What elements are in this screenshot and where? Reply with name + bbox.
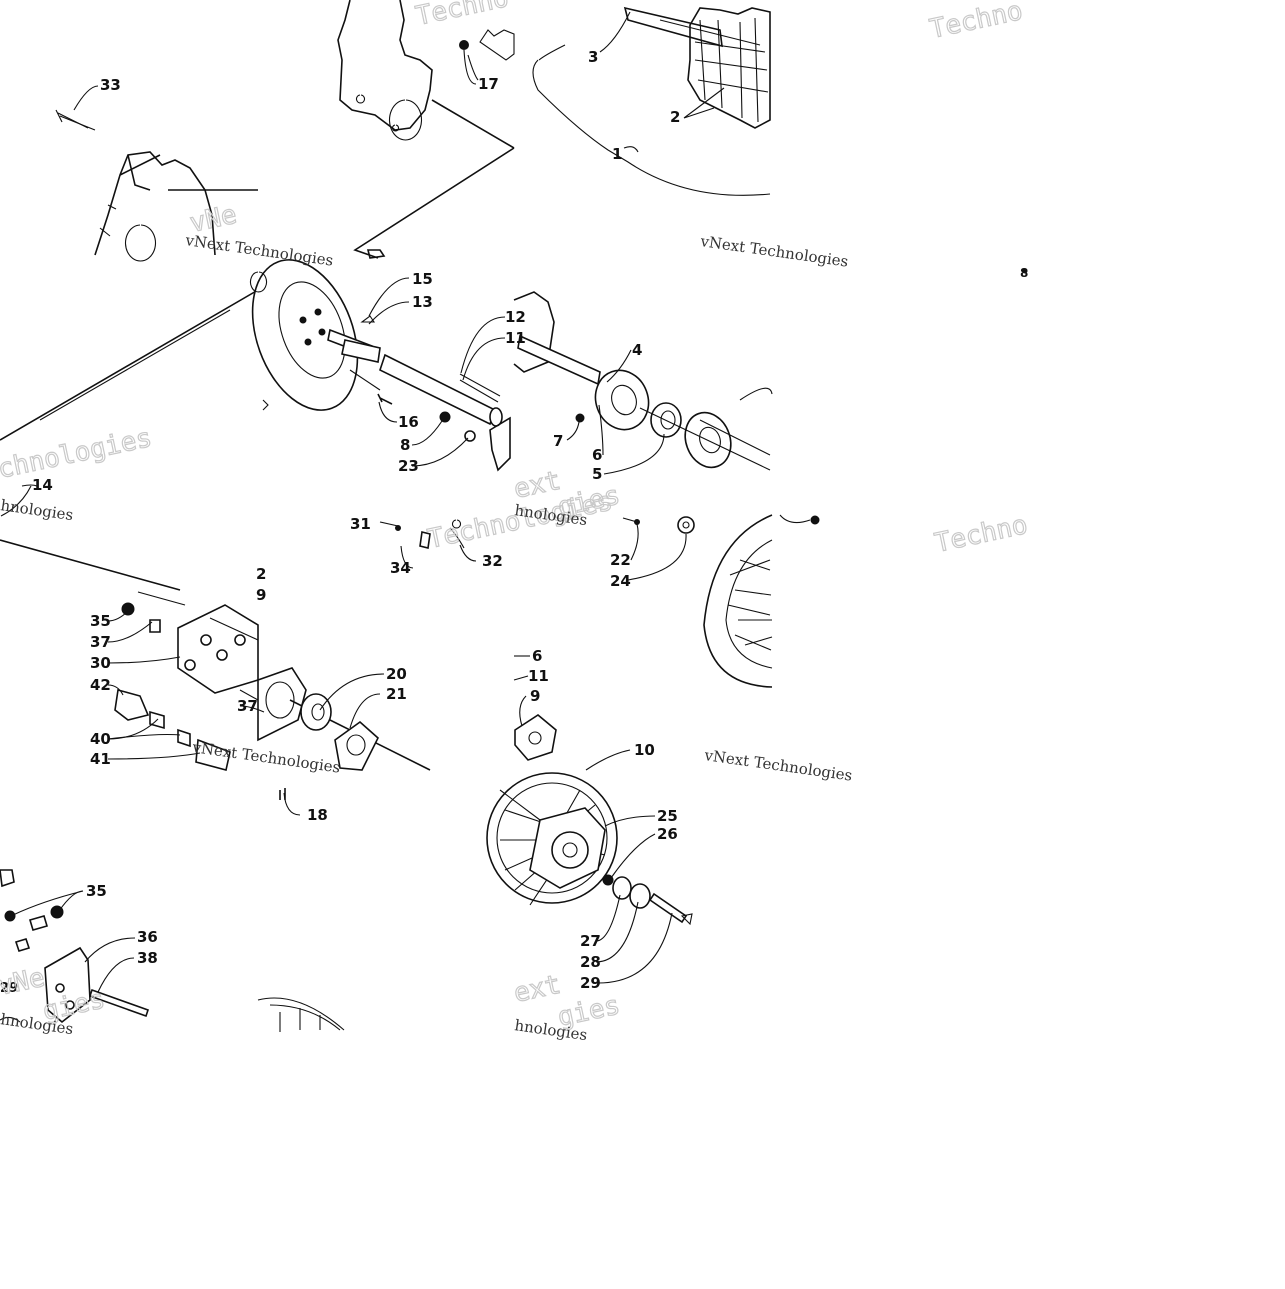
watermark-fragment: Techno (927, 0, 1025, 45)
callout-38: 38 (137, 949, 158, 967)
callout-11-b: 11 (528, 667, 549, 685)
callout-30: 30 (90, 654, 111, 672)
tile-driven-clutch (486, 268, 1028, 926)
tile-mount-bracket (114, 591, 259, 771)
callout-36: 36 (137, 928, 158, 946)
callout-13: 13 (412, 293, 433, 311)
watermark-fragment: Techno (413, 0, 511, 32)
callout-40: 40 (90, 730, 111, 748)
callout-29-b: 29 (0, 981, 18, 996)
callout-8-b: 8 (1020, 266, 1028, 280)
tile-lower-bracket (0, 869, 150, 1024)
callout-37: 37 (90, 633, 111, 651)
callout-34: 34 (390, 559, 411, 577)
callout-10: 10 (634, 741, 655, 759)
callout-42: 42 (90, 676, 111, 694)
watermark-brand: vNext Technologies (183, 231, 334, 270)
watermark-fragment: Techno (932, 510, 1030, 559)
callout-25: 25 (657, 807, 678, 825)
tile-frame-lines (0, 289, 259, 591)
watermark-brand: vNext Technologies (698, 232, 849, 271)
callout-35: 35 (90, 612, 111, 630)
tile-engine-housing (55, 109, 258, 262)
callout-15: 15 (412, 270, 433, 288)
tile-bearing-flange (513, 291, 773, 471)
callout-17: 17 (478, 75, 499, 93)
callout-5: 5 (592, 465, 602, 483)
callout-11: 11 (505, 329, 526, 347)
callout-9: 9 (256, 586, 266, 604)
callout-6: 6 (592, 446, 602, 464)
watermark-fragment-small: hnologies (0, 496, 74, 524)
tile-drive-shaft (532, 6, 771, 196)
callout-2: 2 (670, 108, 680, 126)
tile-bearing-housing (257, 519, 465, 1032)
callout-7: 7 (553, 432, 563, 450)
watermark-fragment: chnologies (0, 423, 155, 485)
callout-35-b: 35 (86, 882, 107, 900)
callout-23: 23 (398, 457, 419, 475)
callout-31: 31 (350, 515, 371, 533)
callout-22: 22 (610, 551, 631, 569)
callout-29: 29 (580, 974, 601, 992)
callout-21: 21 (386, 685, 407, 703)
callout-41: 41 (90, 750, 111, 768)
callout-14: 14 (32, 476, 53, 494)
callout-1: 1 (612, 145, 622, 163)
callout-9-b: 9 (530, 687, 540, 705)
callout-2-b: 2 (256, 565, 266, 583)
tile-brake-disc (249, 259, 511, 472)
callout-6-b: 6 (532, 647, 542, 665)
watermark-fragment: vNe (0, 963, 47, 1002)
callout-28: 28 (580, 953, 601, 971)
callout-8: 8 (400, 436, 410, 454)
callout-20: 20 (386, 665, 407, 683)
callout-3: 3 (588, 48, 598, 66)
watermark-brand: vNext Technologies (190, 738, 341, 777)
leader-lines (0, 49, 687, 993)
callout-33: 33 (100, 76, 121, 94)
callout-37-b: 37 (237, 697, 258, 715)
callout-18: 18 (307, 806, 328, 824)
callout-16: 16 (398, 413, 419, 431)
callout-24: 24 (610, 572, 631, 590)
callout-26: 26 (657, 825, 678, 843)
watermark-brand: vNext Technologies (702, 746, 853, 785)
callout-32: 32 (482, 552, 503, 570)
tile-chaincase (337, 0, 515, 259)
callout-12: 12 (505, 308, 526, 326)
callout-4: 4 (632, 341, 642, 359)
callout-numbers: 33 17 3 2 1 15 13 12 11 16 8 23 4 7 6 5 … (0, 48, 1028, 996)
callout-27: 27 (580, 932, 601, 950)
